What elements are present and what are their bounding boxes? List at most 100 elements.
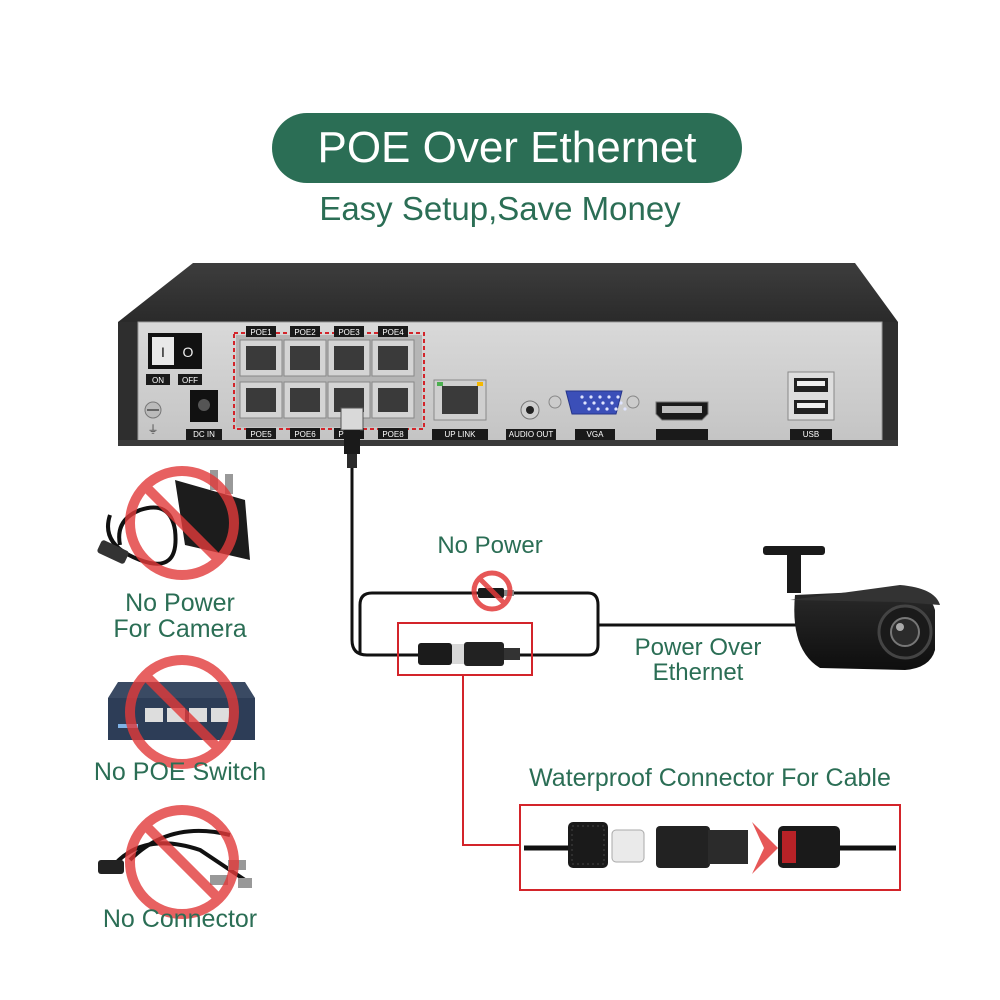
camera-lens-glint bbox=[896, 623, 904, 631]
poe-port-label-bg-3 bbox=[334, 326, 364, 337]
detail-cap bbox=[568, 822, 608, 868]
left-item1-line2: For Camera bbox=[113, 615, 247, 644]
poe-port-label-bg-4 bbox=[378, 326, 408, 337]
vga-pin bbox=[610, 401, 614, 405]
dc-in-label-bg bbox=[186, 429, 222, 440]
hdmi-port-inner bbox=[662, 406, 702, 413]
switch-on-symbol: I bbox=[161, 344, 165, 360]
detail-cap-ridges bbox=[571, 825, 605, 865]
poe-port-label-bg-5 bbox=[246, 428, 276, 439]
poe-port-socket-1 bbox=[246, 346, 276, 370]
poe-port-label-5: POE5 bbox=[250, 430, 272, 439]
vga-pin bbox=[601, 401, 605, 405]
no-power-label: No Power bbox=[437, 532, 543, 559]
vga-pin bbox=[607, 395, 611, 399]
poe-label-line2: Ethernet bbox=[652, 659, 744, 687]
left-item1-line1: No Power bbox=[125, 589, 235, 617]
poe-label: Power Over Ethernet bbox=[608, 634, 788, 687]
ground-symbol-icon: ⏚ bbox=[148, 423, 159, 436]
uplink-label-bg bbox=[432, 429, 488, 440]
title-banner: POE Over Ethernet bbox=[272, 113, 742, 183]
detail-nut bbox=[656, 826, 710, 868]
poe-port-label-4: POE4 bbox=[382, 328, 404, 337]
poe-port-socket-5 bbox=[246, 388, 276, 412]
nvr-bottom-edge bbox=[118, 440, 898, 446]
poe-port-socket-6 bbox=[290, 388, 320, 412]
vga-pin bbox=[616, 395, 620, 399]
poe-port-label-1: POE1 bbox=[250, 328, 272, 337]
camera-mount-base bbox=[763, 546, 825, 555]
vga-pin bbox=[623, 407, 627, 411]
poe-ports-highlight bbox=[233, 332, 425, 430]
left-item3-label: No Connector bbox=[102, 905, 258, 933]
bullet-camera-icon bbox=[763, 546, 940, 670]
vga-pin bbox=[605, 407, 609, 411]
ethernet-plug bbox=[340, 407, 364, 468]
vga-pin bbox=[587, 407, 591, 411]
vga-screw-left bbox=[548, 395, 562, 409]
detail-sleeve bbox=[708, 830, 748, 864]
usb-label-bg bbox=[790, 429, 832, 440]
waterproof-label: Waterproof Connector For Cable bbox=[529, 764, 891, 792]
uplink-led-left bbox=[437, 382, 443, 386]
vga-pin bbox=[580, 395, 584, 399]
vga-pin bbox=[598, 395, 602, 399]
poe-port-label-bg-2 bbox=[290, 326, 320, 337]
subtitle: Easy Setup,Save Money bbox=[319, 190, 681, 227]
rj45-plug-head bbox=[340, 407, 364, 431]
waterproof-detail-frame bbox=[519, 804, 901, 891]
uplink-label: UP LINK bbox=[445, 430, 477, 439]
vga-label-bg bbox=[575, 429, 615, 440]
no-power-prohibit-icon bbox=[471, 570, 513, 612]
cable-connector-nut bbox=[464, 642, 504, 666]
left-item1-label: No Power For Camera bbox=[60, 590, 300, 643]
cable-connector-body bbox=[418, 643, 452, 665]
dc-in-label: DC IN bbox=[193, 430, 215, 439]
detail-socket-ring bbox=[782, 831, 796, 863]
camera-sunshield bbox=[790, 585, 940, 605]
poe-label-line1: Power Over bbox=[634, 634, 762, 661]
poe-port-label-bg-6 bbox=[290, 428, 320, 439]
waterproof-connector-detail bbox=[524, 822, 896, 874]
audio-out-label: AUDIO OUT bbox=[509, 430, 554, 439]
prohibit-icon-connector bbox=[125, 805, 239, 919]
usb-label: USB bbox=[803, 430, 819, 439]
vga-pin bbox=[592, 401, 596, 405]
vga-pin bbox=[596, 407, 600, 411]
poe-port-label-bg-8 bbox=[378, 428, 408, 439]
on-label-bg bbox=[146, 374, 170, 385]
prohibit-icon-switch bbox=[125, 655, 239, 769]
poe-port-socket-3 bbox=[334, 346, 364, 370]
vga-label: VGA bbox=[587, 430, 605, 439]
poe-port-socket-8 bbox=[378, 388, 408, 412]
nvr-left-bracket bbox=[118, 322, 140, 440]
power-switch-on-half bbox=[152, 337, 174, 365]
connector-callout-line bbox=[462, 675, 520, 846]
cable-connector-ring bbox=[452, 644, 464, 664]
splitter-cable-icon bbox=[98, 828, 252, 888]
poe-port-socket-4 bbox=[378, 346, 408, 370]
cable-connector-highlight bbox=[397, 622, 533, 676]
vga-screw-right bbox=[626, 395, 640, 409]
on-label: ON bbox=[152, 376, 164, 385]
audio-out-label-bg bbox=[506, 429, 556, 440]
poe-port-socket-2 bbox=[290, 346, 320, 370]
audio-out-hole bbox=[526, 406, 534, 414]
vga-pin bbox=[589, 395, 593, 399]
left-item2-label: No POE Switch bbox=[93, 758, 267, 786]
camera-lens bbox=[890, 617, 920, 647]
poe-port-label-bg-1 bbox=[246, 326, 276, 337]
off-label: OFF bbox=[182, 376, 198, 385]
vga-pins bbox=[580, 395, 627, 411]
poe-port-label-8: POE8 bbox=[382, 430, 404, 439]
power-split-loop bbox=[358, 591, 600, 657]
poe-port-label-3: POE3 bbox=[338, 328, 360, 337]
poe-port-label-2: POE2 bbox=[294, 328, 316, 337]
prohibit-icon-power bbox=[125, 466, 239, 580]
poe-port-label-6: POE6 bbox=[294, 430, 316, 439]
poe-ports: POE1POE2POE3POE4POE5POE6POE7POE8 bbox=[239, 326, 415, 439]
switch-off-symbol: O bbox=[183, 344, 194, 360]
uplink-led-right bbox=[477, 382, 483, 386]
